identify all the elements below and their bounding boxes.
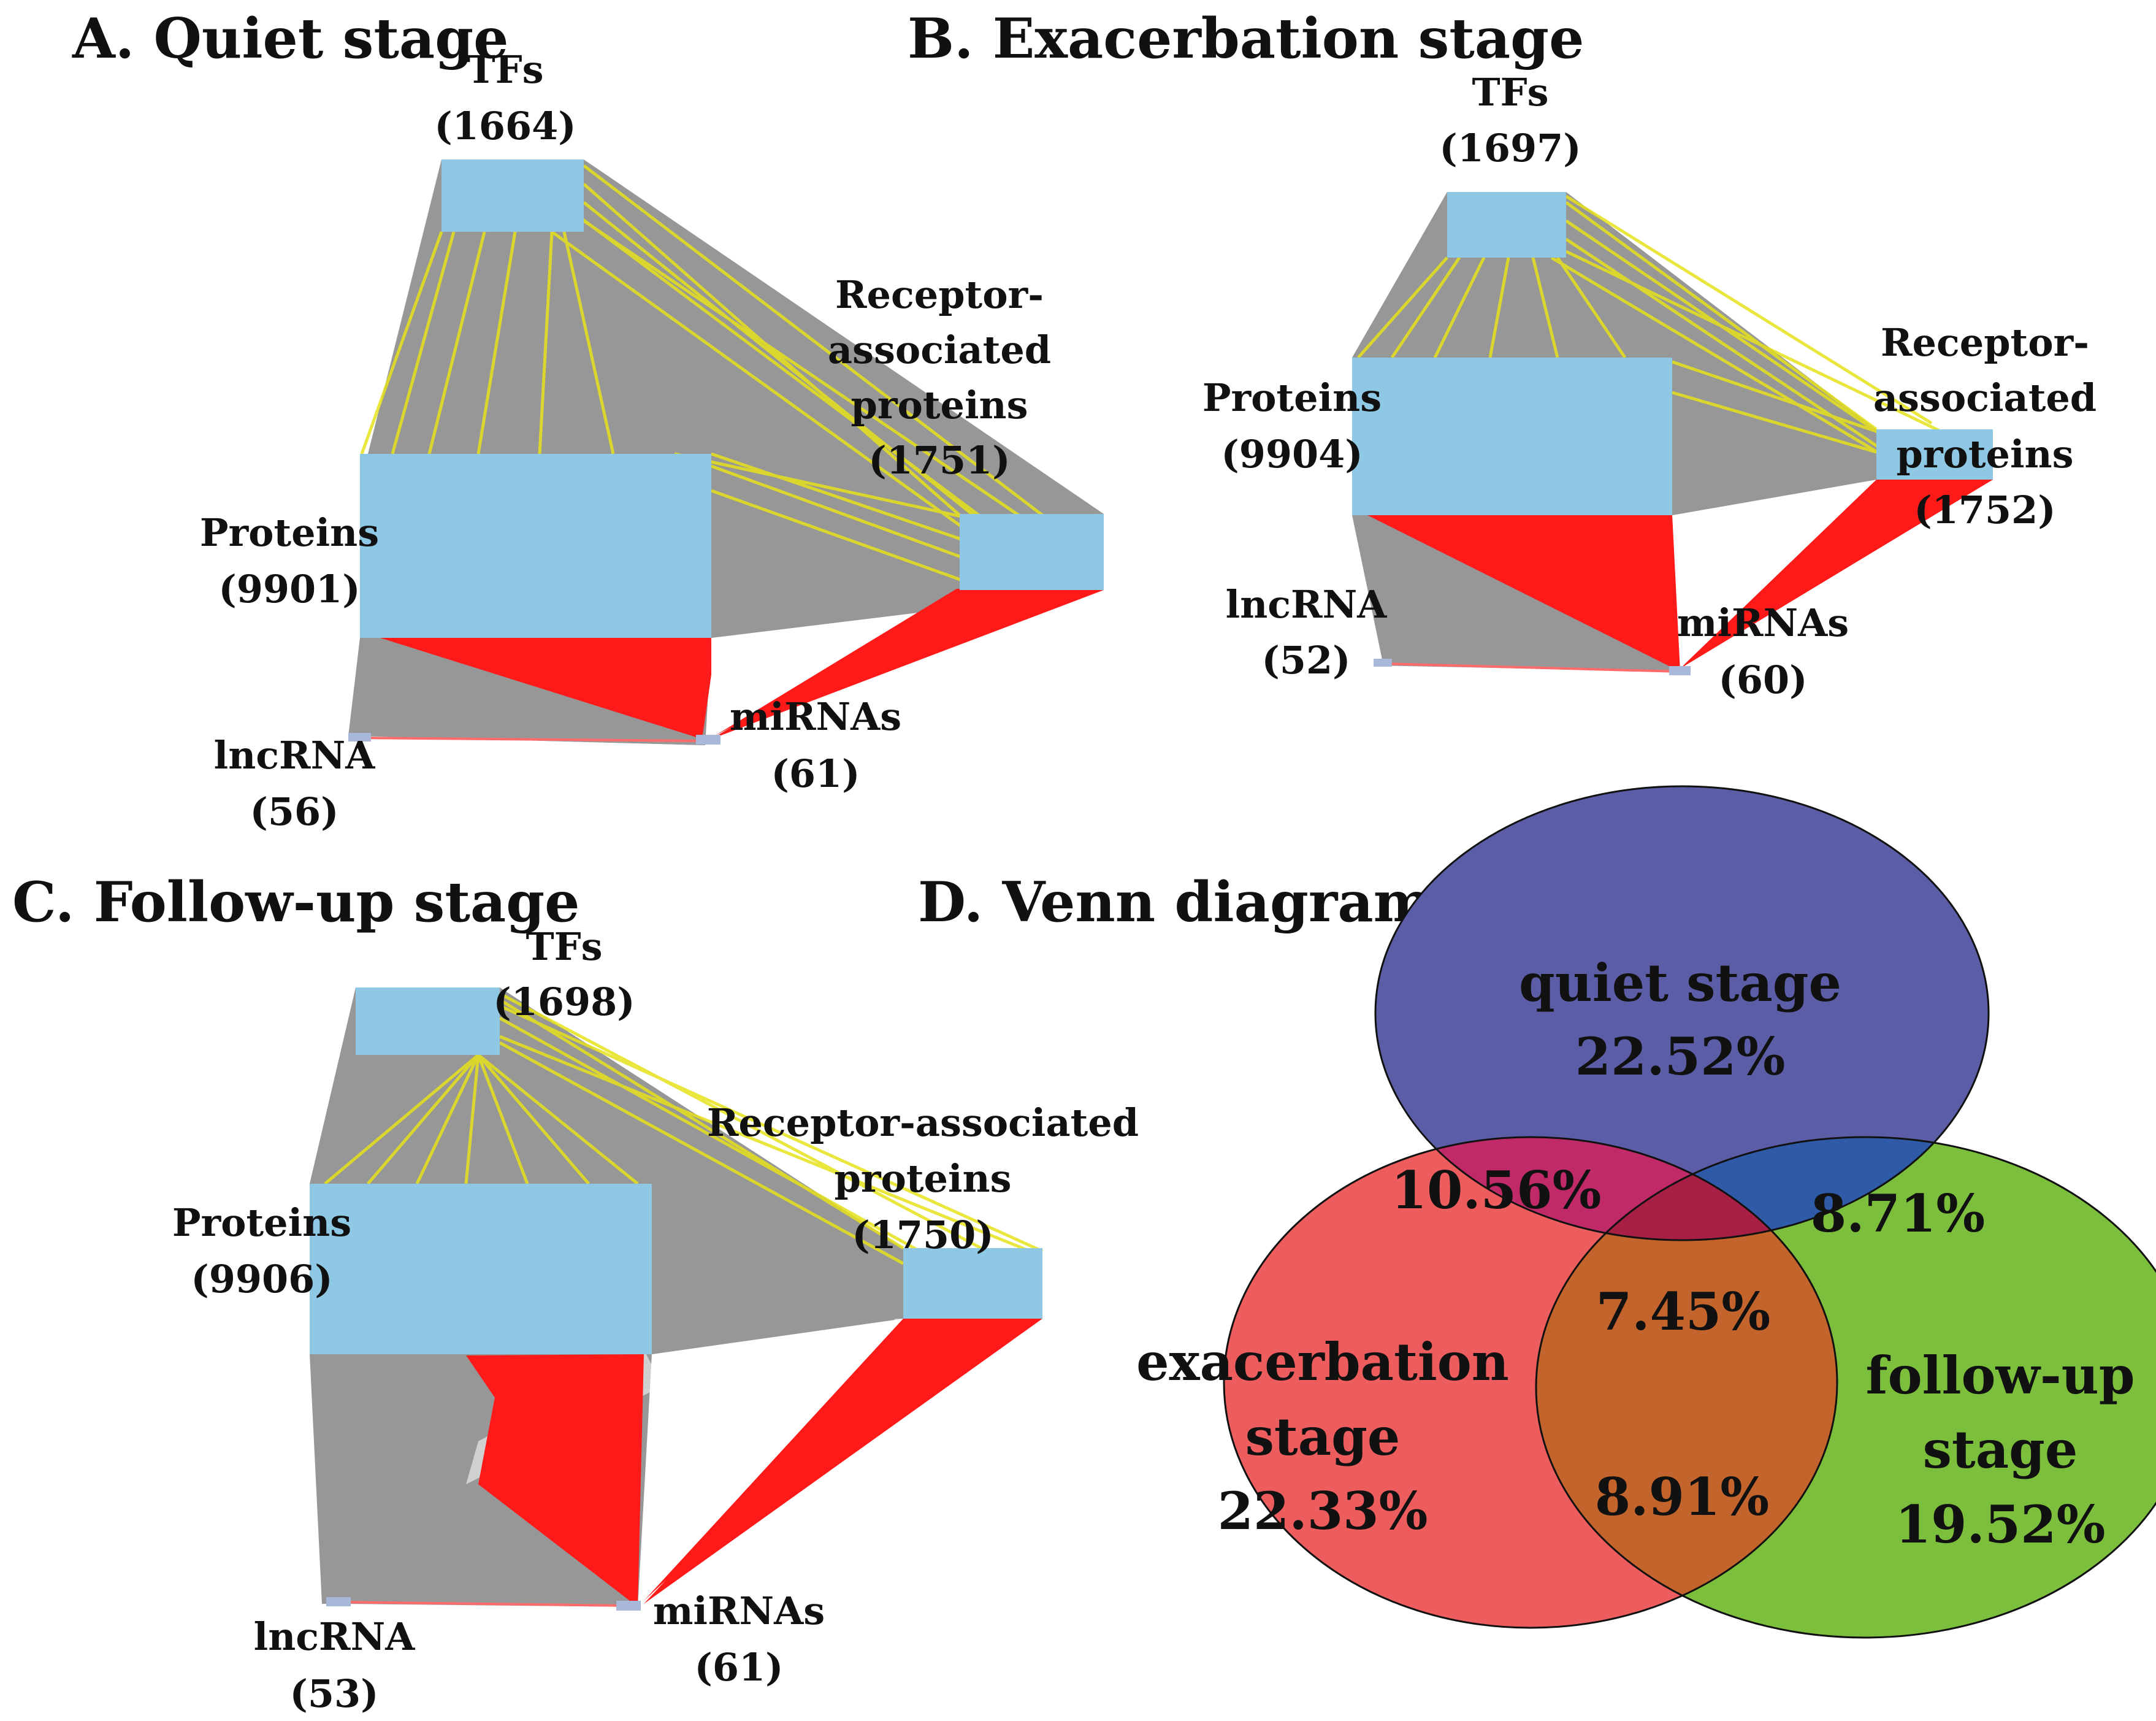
panel-b-proteins-count: (9904) [1221,432,1363,477]
panel-a-proteins-label: Proteins [200,510,379,555]
panel-a-receptor-line-3: proteins [851,383,1028,427]
panel-b-receptor-line-1: Receptor- [1881,320,2089,365]
panel-c-follow-up-stage: C. Follow-up stage TFs (1698) Receptor-a… [12,870,1139,1716]
panel-d-venn-diagram: D. Venn diagram of proteins quiet stage … [918,785,2156,1639]
venn-exacerbation-followup-pct: 8.91% [1595,1466,1769,1527]
panel-b-lncrna-count: (52) [1262,638,1351,683]
panel-b-proteins-label: Proteins [1202,375,1382,420]
panel-b-lncrna-node [1374,659,1392,667]
venn-followup-pct: 19.52% [1895,1494,2106,1555]
panel-a-receptor-line-4: (1751) [868,438,1010,483]
panel-a-tfs-label: TFs [467,47,543,92]
panel-a-receptor-node [960,514,1104,590]
panel-c-receptor-line-2: proteins [835,1156,1012,1201]
panel-b-tfs-label: TFs [1472,70,1548,115]
panel-a-lncrna-count: (56) [250,789,339,834]
panel-c-lncrna-node [326,1597,351,1606]
panel-a-yellow-edges [360,164,1074,585]
panel-b-receptor-line-4: (1752) [1914,488,2055,532]
panel-a-receptor-line-1: Receptor- [835,272,1044,317]
panel-b-proteins-node [1352,358,1672,515]
panel-b-lncrna-label: lncRNA [1226,582,1388,627]
panel-c-receptor-line-3: (1750) [852,1213,993,1257]
panel-c-mirnas-count: (61) [695,1645,784,1690]
panel-b-exacerbation-stage: B. Exacerbation stage TFs (1697) Recepto… [908,6,2097,702]
panel-c-mirnas-node [616,1601,641,1611]
panel-a-quiet-stage: A. Quiet stage TFs (1664) Receptor- asso… [72,6,1104,834]
panel-a-red-edges [380,589,1104,739]
venn-exacerbation-pct: 22.33% [1218,1481,1428,1541]
panel-b-title: B. Exacerbation stage [908,6,1584,71]
venn-outlines [1223,785,2156,1639]
panel-c-tfs-label: TFs [526,924,602,969]
panel-c-receptor-line-1: Receptor-associated [707,1100,1139,1145]
panel-c-proteins-count: (9906) [191,1257,332,1301]
panel-c-yellow-edges [324,992,1044,1265]
venn-quiet-followup-pct: 8.71% [1811,1183,1985,1244]
panel-a-proteins-node [360,454,711,638]
panel-a-title: A. Quiet stage [72,6,508,71]
venn-followup-label-1: follow-up [1866,1345,2135,1406]
venn-quiet-label: quiet stage [1519,952,1841,1013]
panel-a-tfs-count: (1664) [434,104,576,148]
panel-c-mirnas-label: miRNAs [653,1589,825,1633]
venn-region-exacerbation-followup [1536,1137,1837,1628]
panel-c-lncrna-mirna-edge [337,1601,632,1607]
panel-b-receptor-line-3: proteins [1897,432,2074,477]
panel-a-mirnas-label: miRNAs [730,694,901,739]
panel-c-title: C. Follow-up stage [12,870,579,935]
panel-a-proteins-count: (9901) [218,567,360,611]
panel-c-proteins-node [310,1184,652,1354]
panel-c-red-edges [466,1319,1042,1607]
panel-c-lncrna-label: lncRNA [254,1614,416,1659]
panel-a-lncrna-node [348,733,371,742]
panel-b-yellow-edges [1357,194,1963,468]
panel-b-receptor-node [1876,429,1993,480]
panel-c-lncrna-count: (53) [290,1671,379,1716]
venn-circle-quiet [1375,786,1989,1240]
panel-a-tfs-node [442,159,584,232]
venn-exacerbation-label-2: stage [1245,1406,1401,1467]
venn-followup-label-2: stage [1923,1419,2078,1480]
panel-c-proteins-label: Proteins [172,1200,351,1245]
venn-exacerbation-label-1: exacerbation [1136,1332,1509,1392]
panel-b-tfs-node [1447,192,1566,258]
panel-c-tfs-count: (1698) [493,979,635,1024]
panel-c-receptor-node [903,1248,1042,1319]
panel-b-mirnas-count: (60) [1719,657,1808,702]
panel-b-mirnas-label: miRNAs [1677,600,1849,645]
panel-b-receptor-line-2: associated [1873,375,2097,420]
venn-quiet-pct: 22.52% [1575,1026,1786,1087]
panel-c-tfs-node [356,987,500,1055]
panel-a-lncrna-mirna-edge [355,737,703,742]
panel-a-mirnas-count: (61) [771,751,860,796]
panel-a-receptor-line-2: associated [828,328,1051,372]
panel-a-lncrna-label: lncRNA [214,733,376,778]
panel-a-mirnas-node [696,735,721,745]
panel-b-tfs-count: (1697) [1439,126,1581,171]
venn-center-pct: 7.45% [1596,1281,1770,1342]
venn-quiet-exacerbation-pct: 10.56% [1391,1160,1602,1221]
panel-b-mirnas-node [1669,666,1691,675]
panel-b-lncrna-mirna-edge [1382,662,1681,673]
panel-b-red-edges [1367,480,1993,672]
